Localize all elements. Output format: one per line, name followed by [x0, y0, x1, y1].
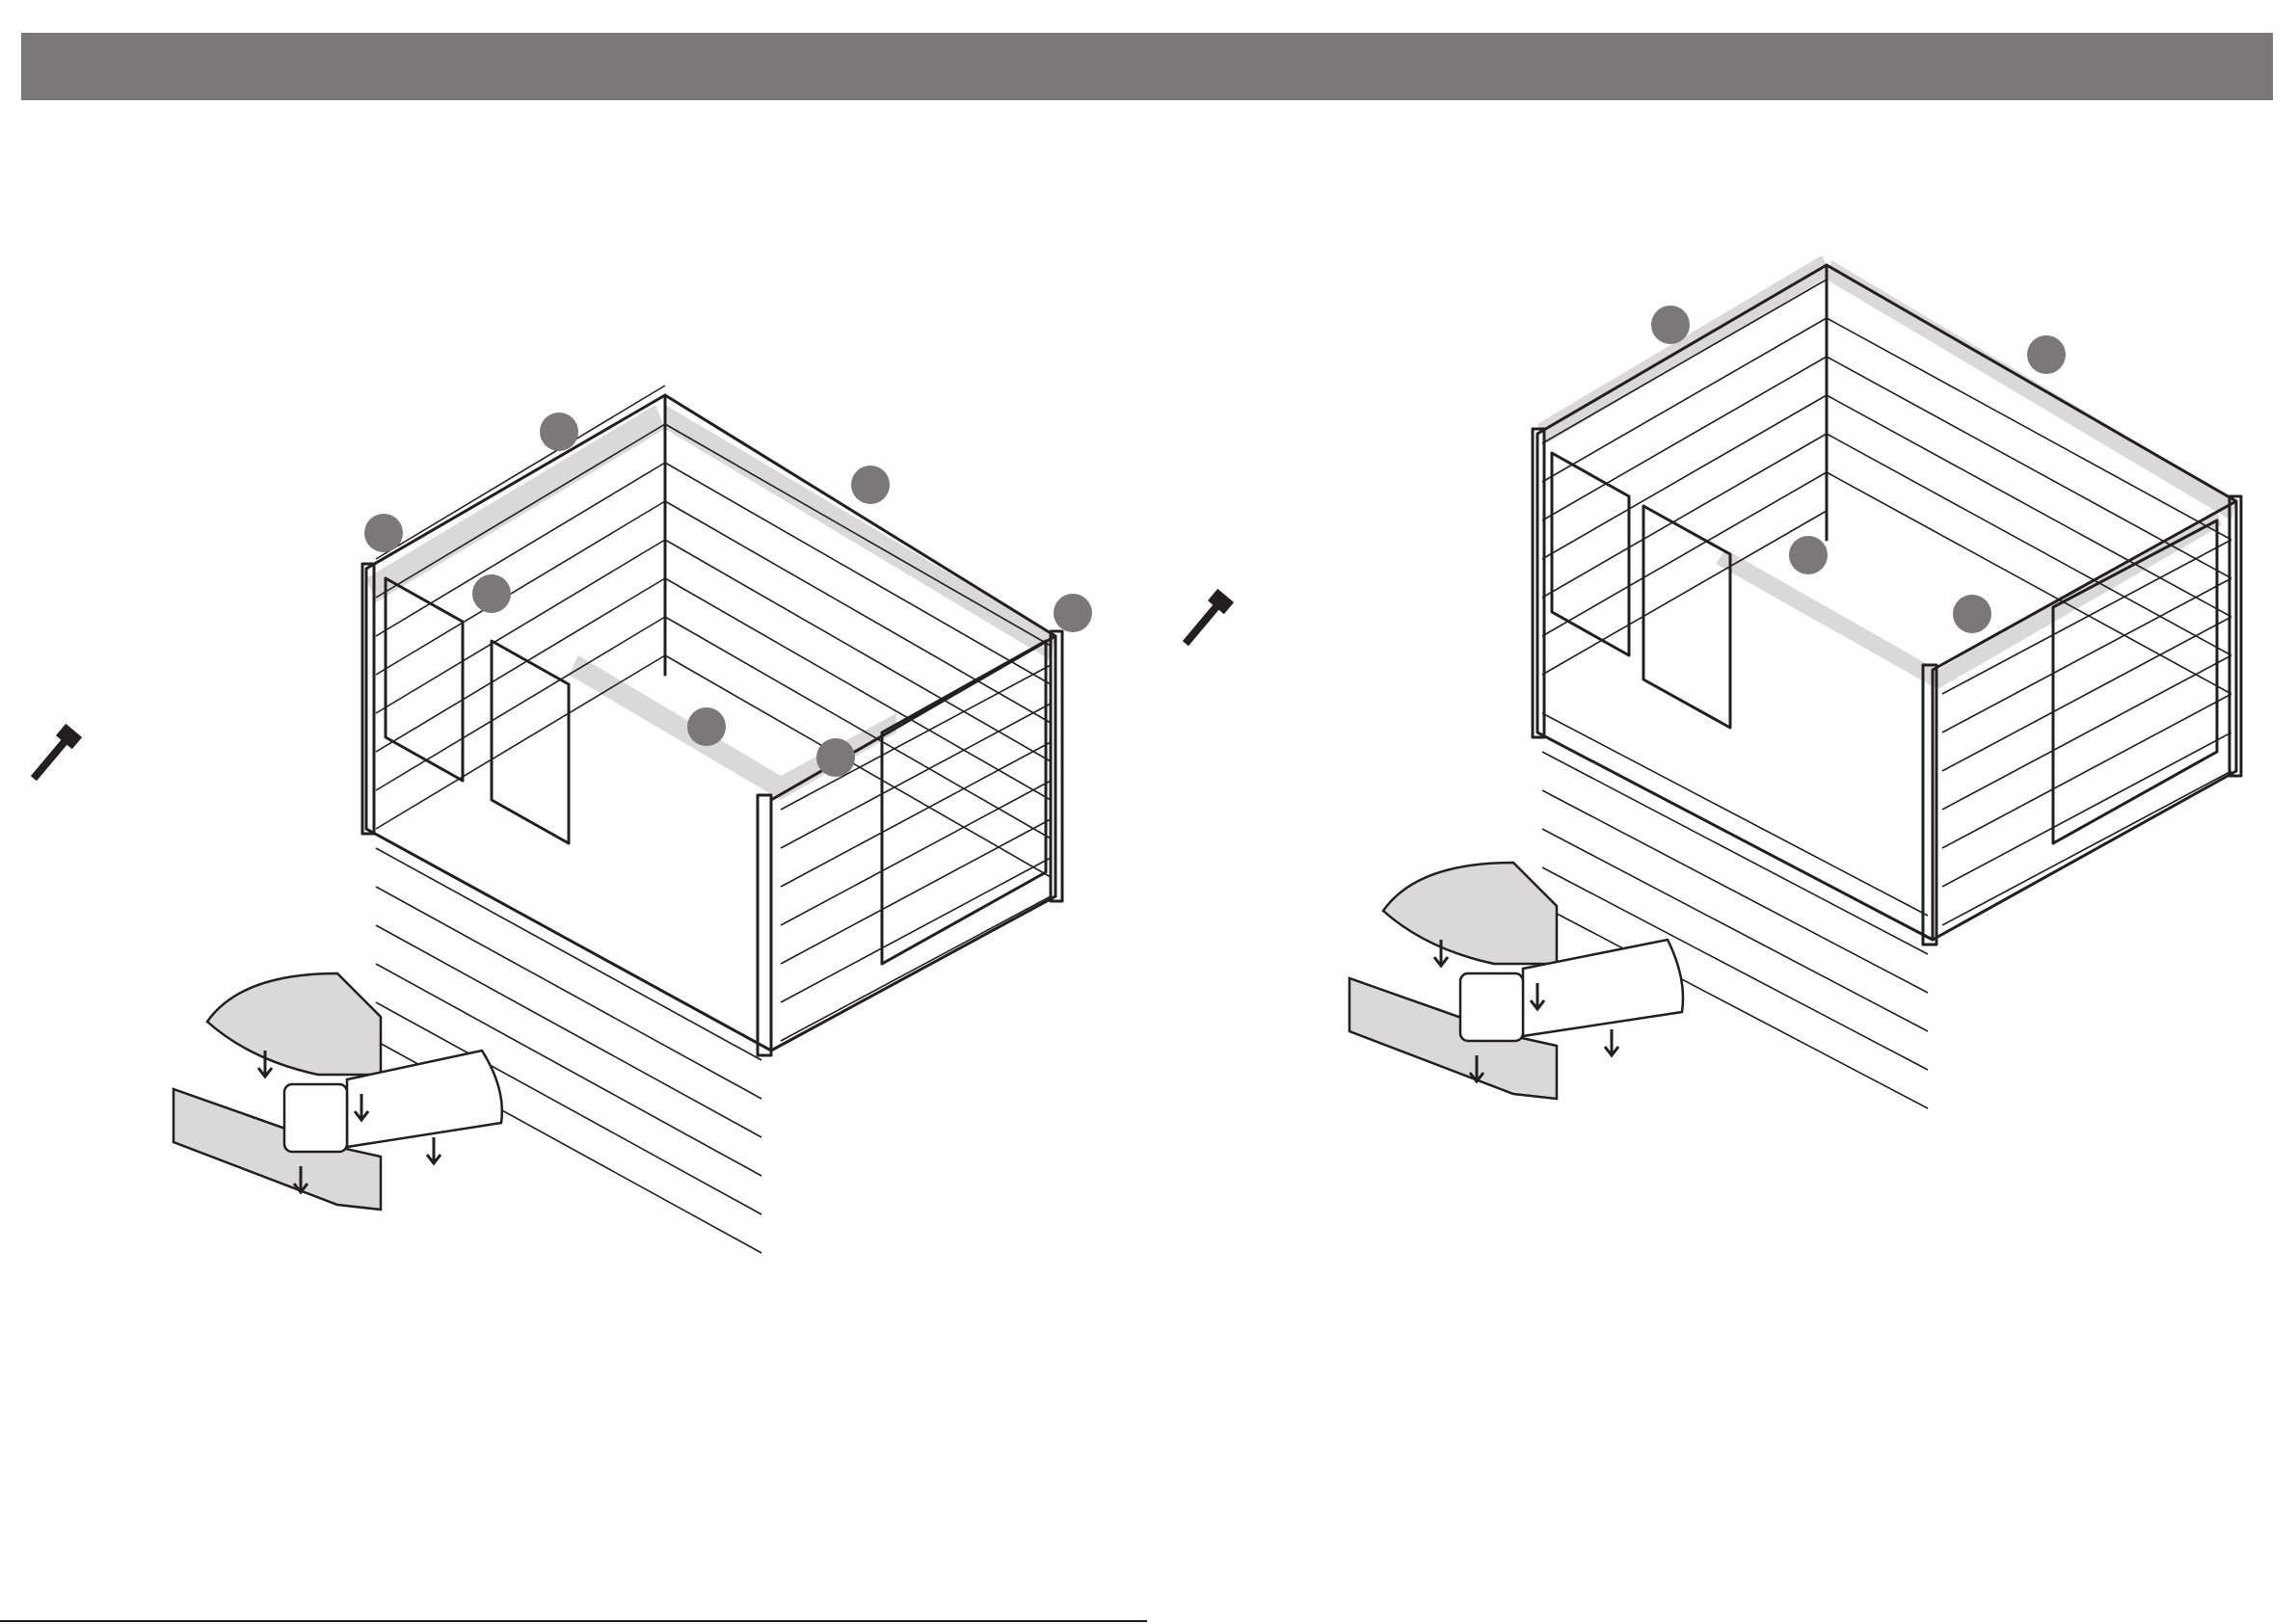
- step-panel-left: [0, 106, 1148, 1624]
- page-title: [21, 51, 44, 81]
- callout-5: [1054, 594, 1092, 632]
- joint-log-top: [207, 973, 381, 1075]
- callout-r2: [2027, 335, 2066, 374]
- callouts-right: [1651, 306, 2066, 633]
- cabin-drawing-left: [0, 106, 1148, 1624]
- highlight-band-front: [569, 655, 896, 800]
- callout-4: [472, 574, 511, 613]
- corner-joint-detail-right: [1349, 863, 1683, 1099]
- highlight-band-back-right: [665, 405, 1055, 660]
- callout-r3: [1789, 536, 1828, 574]
- hammer-icon-right: [1177, 589, 1234, 651]
- callout-3: [364, 514, 403, 552]
- corner-joint-detail: [174, 973, 502, 1210]
- callout-7: [816, 738, 855, 777]
- footer-rule: [0, 1620, 1147, 1622]
- header-bar: [21, 33, 2273, 100]
- joint-block: [284, 1084, 347, 1152]
- hammer-icon: [25, 724, 82, 785]
- step-panel-right: [1148, 106, 2296, 1624]
- callout-r4: [1953, 595, 1991, 633]
- cabin-drawing-right: [1148, 106, 2296, 1624]
- highlight-band-back-left: [366, 405, 665, 602]
- callout-2: [851, 466, 890, 504]
- callout-6: [687, 707, 726, 746]
- callout-1: [540, 413, 578, 451]
- callout-r1: [1651, 306, 1690, 344]
